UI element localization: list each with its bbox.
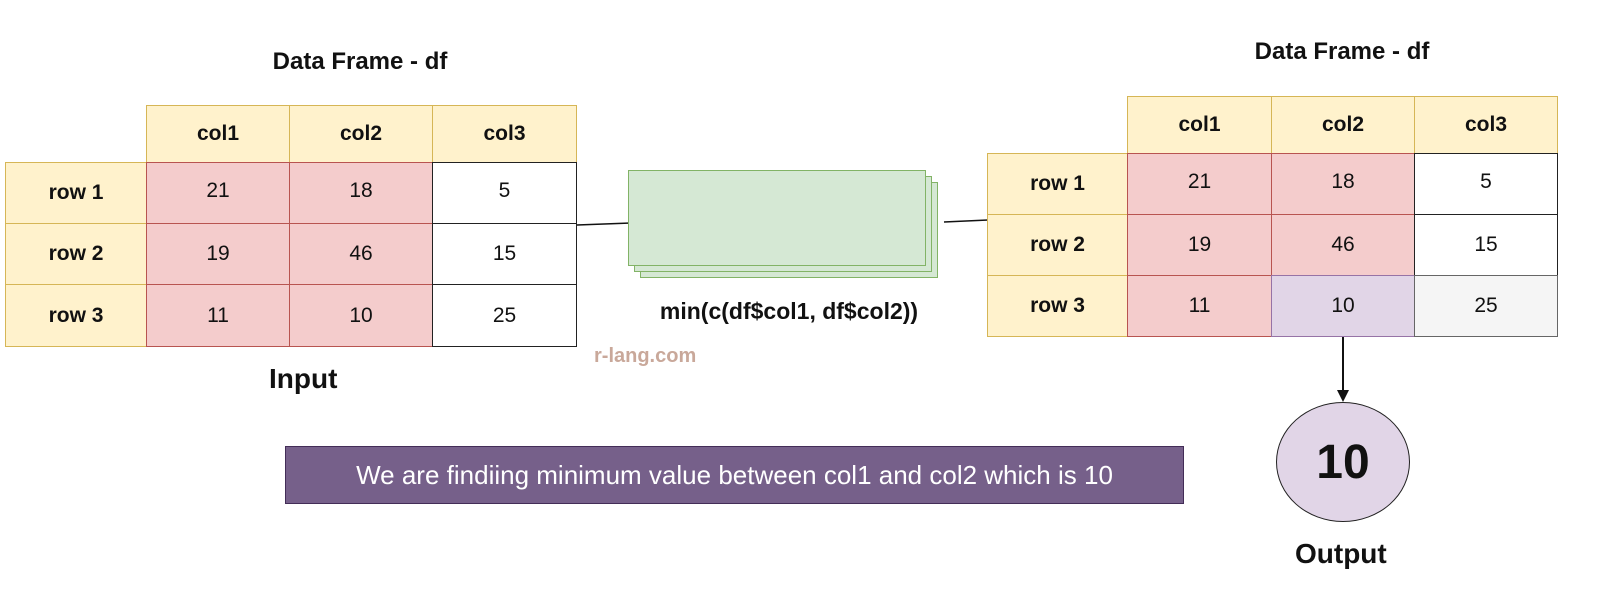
left-cell-r1-c1: 21 <box>146 162 290 224</box>
right-header-col2: col2 <box>1271 96 1415 154</box>
left-header-col1: col1 <box>146 105 290 163</box>
left-header-col3: col3 <box>432 105 577 163</box>
output-caption: Output <box>1295 538 1387 569</box>
explanation-text: We are findiing minimum value between co… <box>356 459 1113 490</box>
right-cell-r2-c2: 46 <box>1271 214 1415 276</box>
output-value: 10 <box>1316 435 1370 489</box>
explanation-banner: We are findiing minimum value between co… <box>285 446 1184 504</box>
input-caption: Input <box>269 363 338 394</box>
left-cell-r2-c3: 15 <box>432 223 577 285</box>
right-cell-r2-c1: 19 <box>1127 214 1272 276</box>
left-cell-r3-c2: 10 <box>289 284 433 347</box>
process-shape-front <box>628 170 926 266</box>
output-connector-line <box>943 219 989 223</box>
right-header-col1: col1 <box>1127 96 1272 154</box>
right-cell-r3-c1: 11 <box>1127 275 1272 337</box>
watermark: r-lang.com <box>594 345 697 367</box>
right-cell-r1-c2: 18 <box>1271 153 1415 215</box>
left-cell-r2-c1: 19 <box>146 223 290 285</box>
left-header-col2: col2 <box>289 105 433 163</box>
right-row-label-1: row 1 <box>987 153 1128 215</box>
process-stack <box>628 170 948 282</box>
left-cell-r1-c3: 5 <box>432 162 577 224</box>
left-cell-r1-c2: 18 <box>289 162 433 224</box>
function-label: min(c(df$col1, df$col2)) <box>659 298 919 324</box>
right-table-title: Data Frame - df <box>1254 38 1430 65</box>
output-circle: 10 <box>1276 402 1410 522</box>
left-row-label-2: row 2 <box>5 223 147 285</box>
right-cell-r3-c2-result: 10 <box>1271 275 1415 337</box>
right-row-label-3: row 3 <box>987 275 1128 337</box>
right-header-col3: col3 <box>1414 96 1558 154</box>
left-row-label-1: row 1 <box>5 162 147 224</box>
right-cell-r1-c3: 5 <box>1414 153 1558 215</box>
right-row-label-2: row 2 <box>987 214 1128 276</box>
left-cell-r3-c1: 11 <box>146 284 290 347</box>
left-table-title: Data Frame - df <box>272 48 448 75</box>
left-cell-r3-c3: 25 <box>432 284 577 347</box>
right-cell-r2-c3: 15 <box>1414 214 1558 276</box>
left-row-label-3: row 3 <box>5 284 147 347</box>
left-cell-r2-c2: 46 <box>289 223 433 285</box>
right-cell-r3-c3: 25 <box>1414 275 1558 337</box>
input-connector-line <box>576 222 632 226</box>
right-cell-r1-c1: 21 <box>1127 153 1272 215</box>
